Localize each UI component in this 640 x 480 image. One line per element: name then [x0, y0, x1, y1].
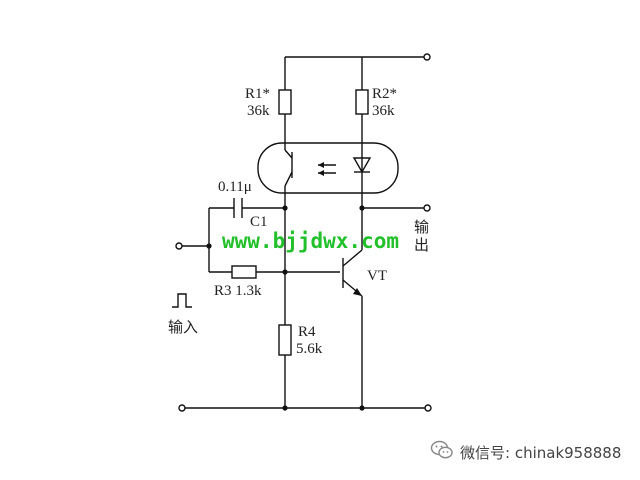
label-vt: VT — [367, 268, 387, 284]
terminals — [175, 53, 432, 412]
label-input: 输入 — [168, 318, 198, 336]
resistor-r4 — [278, 324, 292, 356]
wechat-icon — [430, 439, 454, 465]
resistor-r2 — [355, 89, 369, 115]
footer: 微信号: chinak958888 — [430, 440, 621, 464]
label-r3: R3 1.3k — [214, 283, 262, 299]
label-r2-value: 36k — [372, 103, 395, 119]
label-r1: R1* — [245, 86, 270, 102]
label-c1: C1 — [250, 214, 268, 230]
optocoupler-body — [257, 142, 399, 194]
label-output: 输出 — [414, 218, 429, 254]
label-r1-value: 36k — [247, 103, 270, 119]
label-r2: R2* — [372, 86, 397, 102]
junction-dots — [206, 205, 365, 411]
footer-text: 微信号: chinak958888 — [460, 443, 622, 462]
watermark: www.bjjdwx.com — [222, 229, 399, 253]
resistor-r1 — [278, 89, 292, 115]
resistor-r3 — [231, 265, 257, 279]
wires — [172, 56, 425, 409]
label-r4: R4 — [298, 324, 316, 340]
label-c1-value: 0.11μ — [218, 179, 252, 195]
label-r4-value: 5.6k — [296, 341, 323, 357]
